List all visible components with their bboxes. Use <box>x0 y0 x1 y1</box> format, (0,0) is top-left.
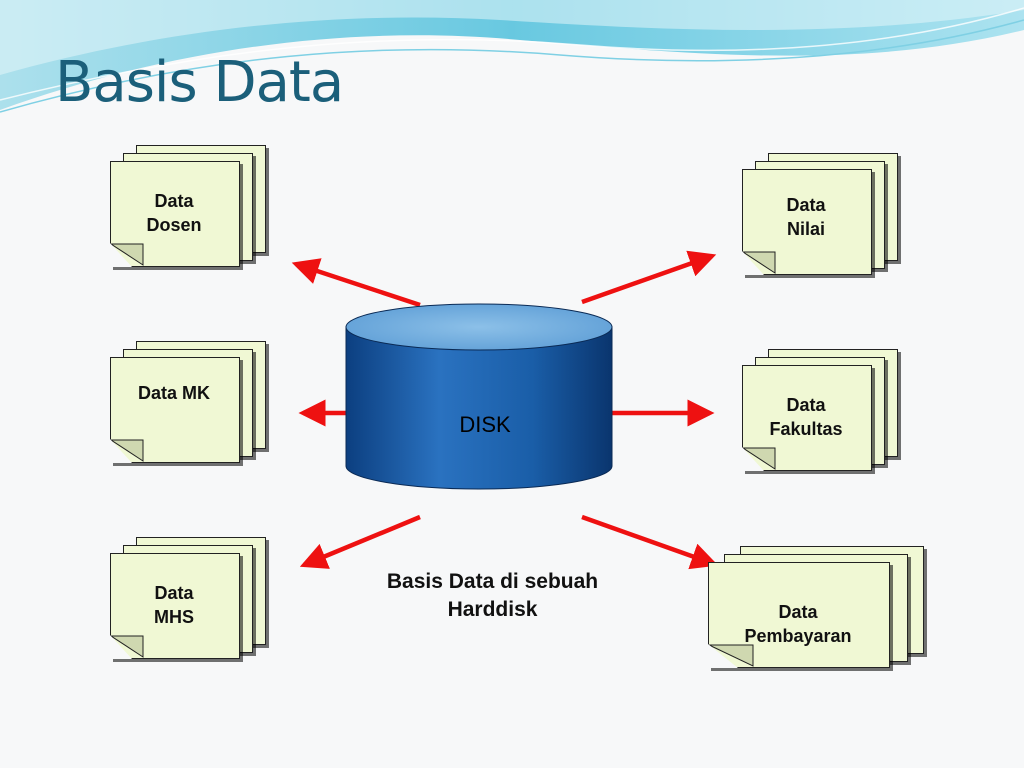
document-label: Data Fakultas <box>769 395 843 439</box>
folded-corner-icon <box>742 251 776 275</box>
disk-label: DISK <box>459 412 511 437</box>
document-label: Data Dosen <box>146 191 202 235</box>
folded-corner-icon <box>742 447 776 471</box>
document-label: Data MHS <box>154 583 194 627</box>
slide-title: Basis Data <box>55 50 344 115</box>
arrow-to-dosen <box>291 258 421 308</box>
arrow-to-mhs <box>299 514 421 569</box>
folded-corner-icon <box>708 644 754 668</box>
document-data-mhs: Data MHS <box>110 537 275 662</box>
folded-corner-icon <box>110 635 144 659</box>
document-data-mk: Data MK <box>110 341 275 466</box>
document-label: Data Pembayaran <box>744 602 852 646</box>
folded-corner-icon <box>110 439 144 463</box>
folded-corner-icon <box>110 243 144 267</box>
document-data-pembayaran: Data Pembayaran <box>708 546 930 671</box>
document-label: Data MK <box>137 383 210 403</box>
document-data-nilai: Data Nilai <box>742 153 907 278</box>
disk-caption: Basis Data di sebuah Harddisk <box>386 570 599 621</box>
arrow-to-pembayaran <box>581 514 719 570</box>
document-data-fakultas: Data Fakultas <box>742 349 907 474</box>
document-label: Data Nilai <box>786 195 826 239</box>
document-data-dosen: Data Dosen <box>110 145 275 270</box>
arrow-to-nilai <box>581 250 717 305</box>
